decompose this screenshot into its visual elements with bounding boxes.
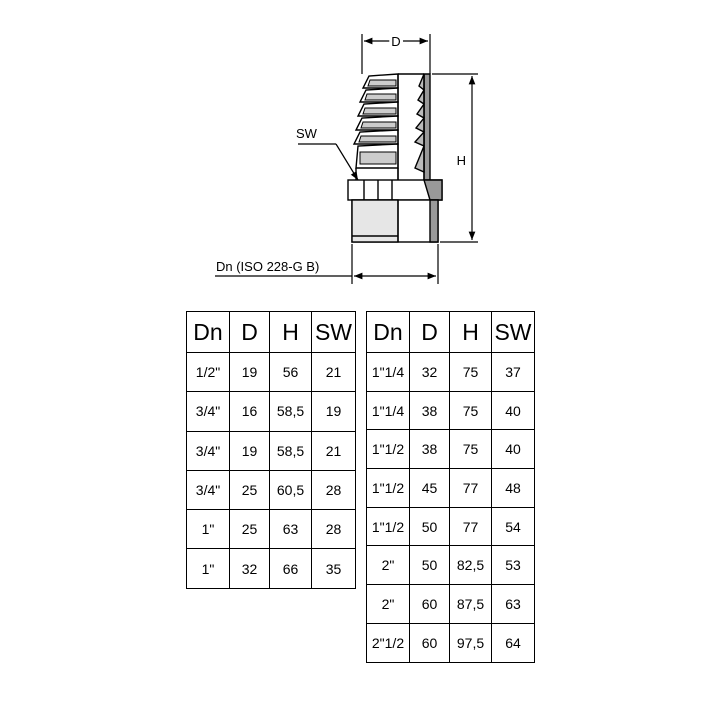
column-header-h: H <box>449 311 492 353</box>
cell-d: 38 <box>409 390 450 431</box>
dim-h-label: H <box>457 153 466 168</box>
cell-dn: 1"1/4 <box>366 390 410 431</box>
cell-d: 19 <box>229 351 270 393</box>
column-header-d: D <box>409 311 450 353</box>
sw-leader <box>298 143 359 181</box>
cell-dn: 3/4" <box>186 391 230 432</box>
table-header-row: Dn D H SW <box>366 311 535 353</box>
cell-sw: 37 <box>491 352 535 392</box>
fitting-section <box>398 73 431 191</box>
cell-dn: 1" <box>186 509 230 550</box>
cell-d: 19 <box>229 430 270 471</box>
cell-sw: 63 <box>491 584 535 624</box>
cell-sw: 28 <box>311 469 356 511</box>
cell-h: 77 <box>449 468 492 508</box>
cell-sw: 54 <box>491 506 535 547</box>
column-header-dn: Dn <box>366 311 410 353</box>
cell-dn: 1"1/2 <box>366 468 410 508</box>
barb-shading <box>358 79 397 165</box>
cell-d: 25 <box>229 469 270 511</box>
dim-d-label: D <box>391 34 400 49</box>
cell-d: 60 <box>409 584 450 624</box>
cell-sw: 35 <box>311 548 356 589</box>
cell-h: 58,5 <box>269 391 312 432</box>
cell-sw: 53 <box>491 545 535 586</box>
cell-h: 75 <box>449 390 492 431</box>
cell-h: 87,5 <box>449 584 492 624</box>
cell-h: 66 <box>269 548 312 589</box>
cell-d: 50 <box>409 506 450 547</box>
cell-sw: 21 <box>311 351 356 393</box>
hose-fitting-drawing: D H SW Dn (ISO 228-G B) <box>215 31 478 284</box>
cell-dn: 2" <box>366 545 410 586</box>
hex-nut <box>347 179 443 201</box>
cell-h: 75 <box>449 429 492 470</box>
cell-d: 16 <box>229 391 270 432</box>
cell-sw: 19 <box>311 391 356 432</box>
threaded-end <box>351 199 439 243</box>
cell-d: 50 <box>409 545 450 586</box>
table-header-row: Dn D H SW <box>186 311 356 353</box>
column-header-sw: SW <box>311 311 356 353</box>
cell-h: 75 <box>449 352 492 392</box>
cell-sw: 21 <box>311 430 356 471</box>
cell-dn: 2"1/2 <box>366 622 410 663</box>
cell-dn: 3/4" <box>186 430 230 471</box>
column-header-d: D <box>229 311 270 353</box>
cell-d: 45 <box>409 468 450 508</box>
cell-h: 60,5 <box>269 469 312 511</box>
dim-dn-label: Dn (ISO 228-G B) <box>216 259 319 274</box>
cell-h: 77 <box>449 506 492 547</box>
column-header-dn: Dn <box>186 311 230 353</box>
cell-dn: 1/2" <box>186 351 230 393</box>
dimension-d <box>361 34 431 74</box>
column-header-sw: SW <box>491 311 535 353</box>
cell-d: 60 <box>409 622 450 663</box>
cell-h: 63 <box>269 509 312 550</box>
cell-dn: 3/4" <box>186 469 230 511</box>
cell-sw: 48 <box>491 468 535 508</box>
cell-dn: 1" <box>186 548 230 589</box>
cell-h: 82,5 <box>449 545 492 586</box>
cell-sw: 40 <box>491 390 535 431</box>
cell-sw: 28 <box>311 509 356 550</box>
dim-sw-label: SW <box>296 126 318 141</box>
cell-d: 32 <box>229 548 270 589</box>
dimension-dn <box>215 244 439 284</box>
cell-sw: 40 <box>491 429 535 470</box>
cell-h: 97,5 <box>449 622 492 663</box>
cell-dn: 1"1/2 <box>366 506 410 547</box>
cell-h: 56 <box>269 351 312 393</box>
dimension-h <box>432 73 478 243</box>
cell-dn: 1"1/4 <box>366 352 410 392</box>
cell-d: 38 <box>409 429 450 470</box>
cell-dn: 1"1/2 <box>366 429 410 470</box>
cell-d: 32 <box>409 352 450 392</box>
cell-d: 25 <box>229 509 270 550</box>
column-header-h: H <box>269 311 312 353</box>
cell-h: 58,5 <box>269 430 312 471</box>
cell-sw: 64 <box>491 622 535 663</box>
cell-dn: 2" <box>366 584 410 624</box>
